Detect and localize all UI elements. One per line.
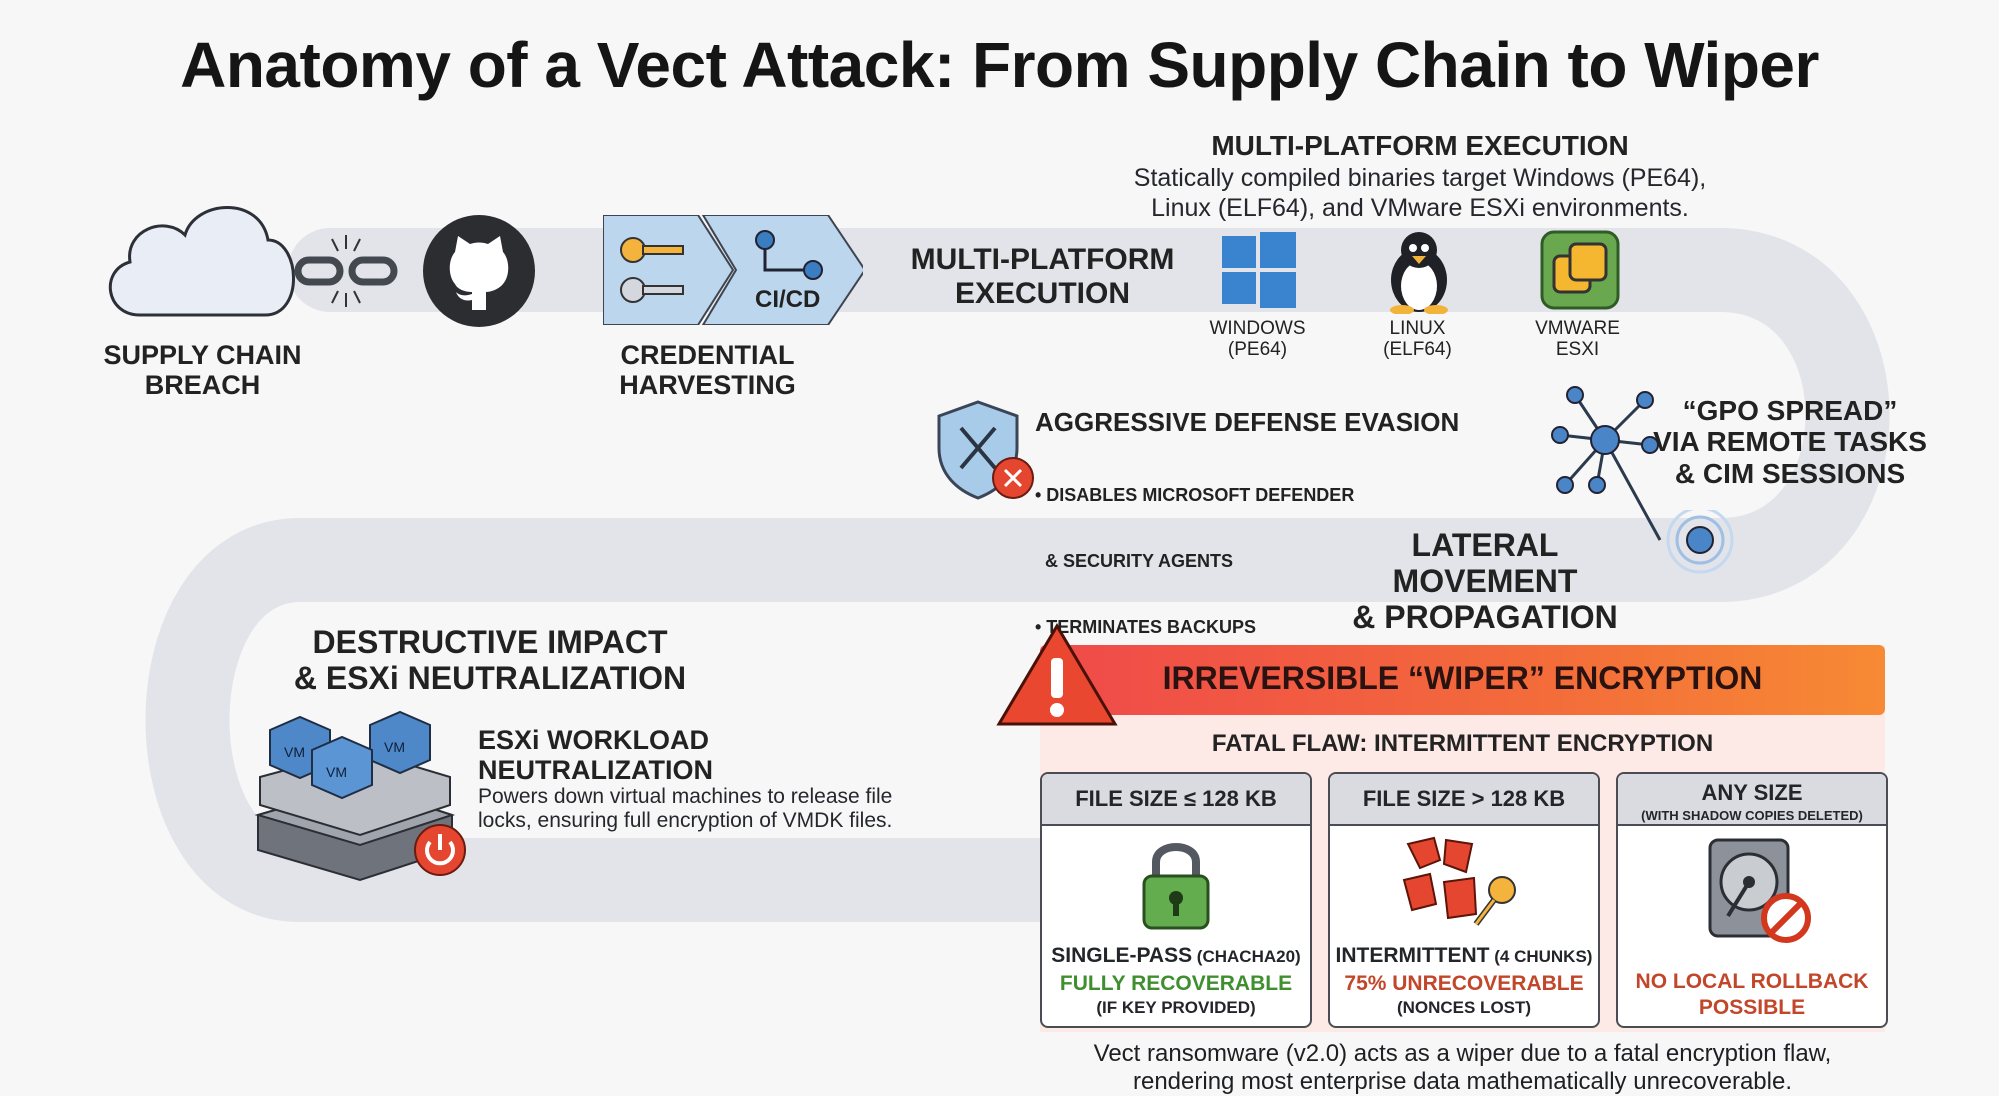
platform-vmware-label: VMWARE ESXI bbox=[1515, 318, 1640, 361]
execution-header: MULTI-PLATFORM EXECUTION bbox=[1211, 130, 1629, 161]
card-any-size-header: ANY SIZE (WITH SHADOW COPIES DELETED) bbox=[1618, 774, 1886, 826]
footer-line1: Vect ransomware (v2.0) acts as a wiper d… bbox=[1093, 1040, 1832, 1067]
linux-line2: (ELF64) bbox=[1383, 339, 1452, 361]
esxi-desc-line1: Powers down virtual machines to release … bbox=[478, 785, 893, 808]
warning-icon bbox=[996, 623, 1118, 726]
signal-ripple-icon bbox=[1666, 510, 1734, 574]
padlock-icon bbox=[1142, 843, 1210, 930]
credential-label: CREDENTIAL HARVESTING bbox=[600, 340, 815, 400]
vm-cube-3: VM bbox=[311, 735, 373, 800]
card-large-files-method: INTERMITTENT (4 CHUNKS) bbox=[1330, 944, 1598, 968]
github-icon bbox=[423, 215, 535, 327]
execution-label: MULTI-PLATFORM EXECUTION bbox=[900, 243, 1185, 310]
vmware-icon bbox=[1540, 230, 1620, 310]
svg-text:VM: VM bbox=[284, 744, 305, 760]
linux-line1: LINUX bbox=[1389, 318, 1446, 339]
credential-line1: CREDENTIAL bbox=[620, 340, 795, 370]
hard-drive-blocked-icon bbox=[1708, 838, 1811, 943]
gpo-line2: VIA REMOTE TASKS bbox=[1653, 426, 1927, 458]
card-large-files-method-main: INTERMITTENT bbox=[1335, 944, 1490, 967]
esxi-workload-line1: ESXi WORKLOAD bbox=[478, 725, 710, 755]
svg-text:VM: VM bbox=[384, 739, 405, 755]
footer-summary: Vect ransomware (v2.0) acts as a wiper d… bbox=[1000, 1040, 1925, 1096]
esxi-workload-title: ESXi WORKLOAD NEUTRALIZATION bbox=[478, 725, 713, 785]
defense-bullets: • DISABLES MICROSOFT DEFENDER & SECURITY… bbox=[1035, 440, 1354, 682]
supply-chain-label: SUPPLY CHAIN BREACH bbox=[100, 340, 305, 400]
platform-windows-label: WINDOWS (PE64) bbox=[1195, 318, 1320, 361]
card-small-files: FILE SIZE ≤ 128 KB SINGLE-PASS (CHACHA20… bbox=[1040, 772, 1312, 1028]
esxi-workload-line2: NEUTRALIZATION bbox=[478, 755, 713, 786]
wiper-banner bbox=[1040, 645, 1885, 715]
card-small-files-note: (IF KEY PROVIDED) bbox=[1096, 998, 1256, 1017]
power-off-icon bbox=[414, 824, 466, 876]
vm-server-icon: VM VM VM bbox=[254, 710, 456, 882]
windows-icon bbox=[1222, 232, 1296, 308]
card-any-size-subtitle: (WITH SHADOW COPIES DELETED) bbox=[1641, 808, 1863, 823]
card-large-files-outcome: 75% UNRECOVERABLE bbox=[1344, 972, 1584, 995]
destructive-title: DESTRUCTIVE IMPACT & ESXi NEUTRALIZATION bbox=[280, 624, 700, 697]
execution-description: Statically compiled binaries target Wind… bbox=[1080, 163, 1760, 223]
ci-cd-label: CI/CD bbox=[755, 286, 821, 313]
shattered-files-icon bbox=[1402, 836, 1516, 926]
esxi-desc-line2: locks, ensuring full encryption of VMDK … bbox=[478, 809, 893, 832]
credential-ci-chevrons bbox=[603, 215, 863, 325]
card-small-files-title: FILE SIZE ≤ 128 KB bbox=[1075, 786, 1277, 811]
card-large-files-note: (NONCES LOST) bbox=[1396, 998, 1532, 1017]
card-small-files-method: SINGLE-PASS (CHACHA20) bbox=[1042, 944, 1310, 968]
windows-line2: (PE64) bbox=[1227, 339, 1288, 361]
card-any-size: ANY SIZE (WITH SHADOW COPIES DELETED) NO… bbox=[1616, 772, 1888, 1028]
card-any-size-outcome: NO LOCAL ROLLBACK bbox=[1635, 970, 1869, 993]
card-small-files-outcome: FULLY RECOVERABLE bbox=[1059, 972, 1293, 995]
network-node-icon bbox=[1551, 386, 1662, 541]
lateral-movement-label: LATERAL MOVEMENT & PROPAGATION bbox=[1315, 527, 1655, 635]
key-icon-gold bbox=[620, 237, 684, 263]
linux-tux-icon bbox=[1390, 232, 1448, 314]
platform-linux-label: LINUX (ELF64) bbox=[1355, 318, 1480, 361]
defense-bullet-1: • DISABLES MICROSOFT DEFENDER bbox=[1035, 485, 1355, 505]
defense-bullet-1-cont: & SECURITY AGENTS bbox=[1035, 551, 1234, 571]
supply-chain-line1: SUPPLY CHAIN bbox=[103, 340, 302, 370]
svg-text:VM: VM bbox=[326, 764, 347, 780]
execution-label-line1: MULTI-PLATFORM bbox=[910, 243, 1175, 276]
card-large-files: FILE SIZE > 128 KB INTERMITTENT (4 CHUNK… bbox=[1328, 772, 1600, 1028]
windows-line1: WINDOWS bbox=[1209, 318, 1306, 339]
card-any-size-title: ANY SIZE bbox=[1701, 780, 1803, 805]
cloud-icon bbox=[108, 206, 295, 317]
credential-line2: HARVESTING bbox=[619, 370, 796, 401]
destructive-line1: DESTRUCTIVE IMPACT bbox=[312, 624, 668, 660]
page-title: Anatomy of a Vect Attack: From Supply Ch… bbox=[180, 29, 1819, 101]
execution-desc-line2: Linux (ELF64), and VMware ESXi environme… bbox=[1151, 194, 1689, 222]
destructive-line2: & ESXi NEUTRALIZATION bbox=[293, 659, 687, 696]
execution-label-line2: EXECUTION bbox=[954, 276, 1131, 310]
execution-desc-line1: Statically compiled binaries target Wind… bbox=[1133, 164, 1707, 192]
defense-title: AGGRESSIVE DEFENSE EVASION bbox=[1035, 407, 1460, 437]
esxi-workload-description: Powers down virtual machines to release … bbox=[478, 785, 892, 833]
pipeline-icon bbox=[755, 230, 823, 280]
broken-chain-icon bbox=[294, 235, 398, 307]
card-large-files-method-detail: (4 CHUNKS) bbox=[1489, 947, 1593, 966]
vmware-line1: VMWARE bbox=[1535, 318, 1620, 339]
gpo-line3: & CIM SESSIONS bbox=[1674, 457, 1906, 489]
card-small-files-method-main: SINGLE-PASS bbox=[1051, 944, 1193, 967]
vmware-line2: ESXI bbox=[1555, 339, 1600, 361]
footer-line2: rendering most enterprise data mathemati… bbox=[1132, 1068, 1792, 1095]
defense-bullet-2: • TERMINATES BACKUPS bbox=[1035, 617, 1256, 637]
gpo-spread-label: “GPO SPREAD” VIA REMOTE TASKS & CIM SESS… bbox=[1650, 395, 1930, 489]
card-any-size-note: POSSIBLE bbox=[1698, 996, 1806, 1019]
card-large-files-title: FILE SIZE > 128 KB bbox=[1362, 786, 1566, 811]
lateral-line2: & PROPAGATION bbox=[1352, 598, 1618, 635]
card-small-files-method-detail: (CHACHA20) bbox=[1192, 947, 1301, 966]
supply-chain-line2: BREACH bbox=[144, 370, 261, 401]
wiper-banner-text: IRREVERSIBLE “WIPER” ENCRYPTION bbox=[1162, 660, 1763, 696]
card-large-files-header: FILE SIZE > 128 KB bbox=[1330, 774, 1598, 826]
key-icon-silver bbox=[620, 277, 684, 303]
shield-x-icon bbox=[937, 400, 1034, 500]
vm-cube-2: VM bbox=[369, 710, 431, 775]
lateral-line1: LATERAL MOVEMENT bbox=[1392, 527, 1578, 599]
fatal-flaw-label: FATAL FLAW: INTERMITTENT ENCRYPTION bbox=[1211, 730, 1714, 757]
card-small-files-header: FILE SIZE ≤ 128 KB bbox=[1042, 774, 1310, 826]
gpo-line1: “GPO SPREAD” bbox=[1682, 395, 1898, 426]
